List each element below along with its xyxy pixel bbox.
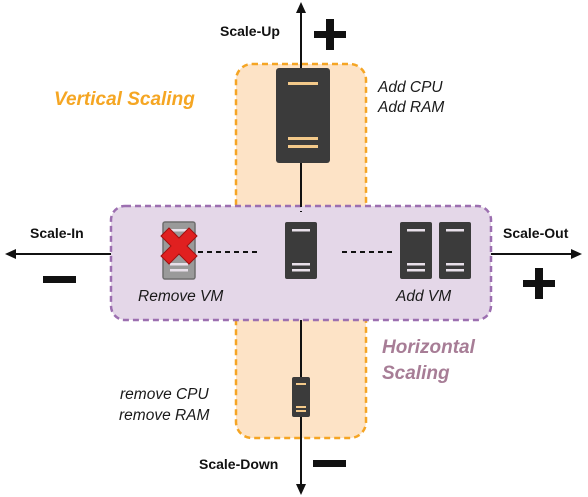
scale-up-label: Scale-Up — [220, 23, 280, 39]
horizontal-scaling-label-line2: Scaling — [382, 363, 450, 384]
minus-icon — [43, 276, 76, 283]
remove-cpu-label: remove CPU — [120, 386, 209, 403]
scale-out-label: Scale-Out — [503, 225, 569, 241]
scale-down-label: Scale-Down — [199, 456, 279, 472]
server-icon — [292, 377, 310, 417]
add-vm-label: Add VM — [396, 288, 452, 305]
arrow-left-icon — [5, 249, 111, 259]
plus-icon — [314, 19, 346, 50]
server-icon — [439, 222, 471, 279]
remove-vm-label: Remove VM — [138, 288, 224, 305]
server-icon — [400, 222, 432, 279]
server-icon — [285, 222, 317, 279]
add-cpu-label: Add CPU — [378, 79, 443, 96]
server-icon — [276, 68, 330, 163]
arrow-right-icon — [491, 249, 582, 259]
remove-x-icon — [160, 227, 198, 265]
vertical-scaling-label: Vertical Scaling — [54, 89, 195, 110]
scale-in-label: Scale-In — [30, 225, 84, 241]
remove-ram-label: remove RAM — [119, 407, 210, 424]
minus-icon — [313, 460, 346, 467]
plus-icon — [523, 268, 555, 299]
add-ram-label: Add RAM — [378, 99, 445, 116]
horizontal-scaling-label-line1: Horizontal — [382, 337, 475, 358]
